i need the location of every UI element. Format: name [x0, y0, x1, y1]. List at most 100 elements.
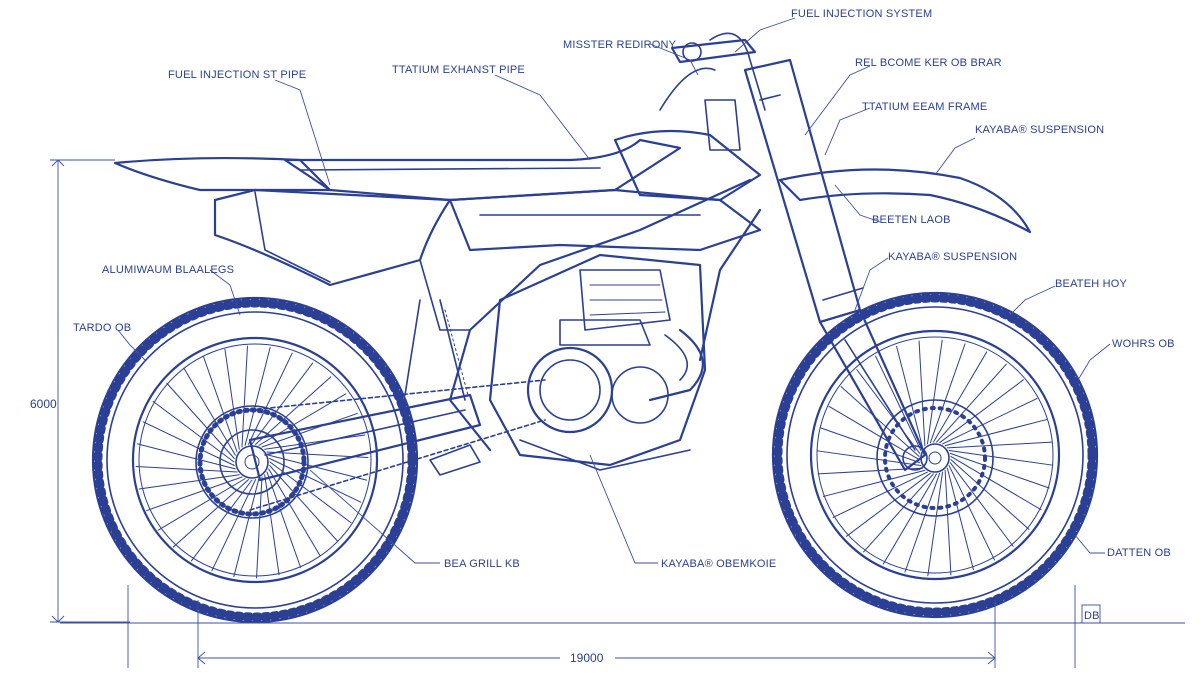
spoke — [840, 386, 920, 457]
front-tread — [773, 293, 1097, 617]
spoke — [918, 340, 926, 447]
spoke — [942, 398, 1038, 445]
spoke — [828, 405, 920, 461]
spoke — [929, 343, 966, 444]
front-brake-disc — [876, 399, 994, 517]
spoke — [142, 421, 235, 467]
label-kayaba-bottom: KAYABA® OBEMKOIE — [661, 558, 776, 570]
spoke — [241, 345, 248, 448]
dimension-height: 6000 — [30, 397, 57, 411]
spoke — [948, 465, 995, 561]
spoke — [946, 467, 974, 571]
spoke — [183, 367, 236, 456]
spoke — [948, 449, 1054, 466]
spoke — [944, 469, 952, 576]
spoke — [264, 434, 366, 450]
spoke — [863, 473, 934, 553]
spoke — [266, 471, 302, 568]
spoke — [202, 356, 238, 453]
spoke — [247, 352, 293, 445]
spoke — [946, 441, 1053, 449]
label-mister-redirony: MISSTER REDIRONY — [563, 39, 677, 51]
spoke — [146, 476, 243, 512]
rear-rim — [131, 336, 379, 584]
spoke — [211, 479, 257, 572]
spoke — [268, 468, 321, 557]
label-rel-bcome: REL BCOME KER OB BRAR — [855, 57, 1002, 69]
spoke — [256, 476, 263, 579]
spoke — [135, 466, 238, 473]
leader-lines — [117, 17, 1111, 564]
spoke — [269, 465, 338, 542]
swingarm — [248, 393, 482, 482]
spoke — [949, 452, 1050, 489]
spoke — [950, 459, 1030, 530]
label-titanium-frame: TTATIUM EEAM FRAME — [862, 101, 987, 113]
side-panel — [213, 188, 452, 287]
spoke — [138, 474, 240, 490]
spoke — [166, 382, 235, 459]
footpeg — [429, 444, 481, 476]
front-spokes — [816, 339, 1054, 577]
spoke — [224, 348, 240, 450]
exhaust-pipe — [648, 328, 704, 402]
front-rim — [809, 329, 1061, 581]
spoke — [233, 478, 260, 578]
spoke — [939, 379, 1024, 444]
front-hub — [920, 443, 950, 473]
front-forks — [743, 58, 928, 472]
spoke — [896, 345, 924, 449]
label-beeten-laob: BEETEN LAOB — [872, 214, 951, 226]
handlebar — [659, 32, 766, 151]
spoke — [856, 369, 921, 454]
spoke — [157, 478, 246, 531]
spoke — [261, 412, 358, 448]
spoke — [846, 472, 931, 537]
spoke — [832, 471, 928, 518]
spoke — [932, 351, 988, 443]
spoke — [244, 346, 271, 446]
rear-brake-disc — [195, 405, 309, 519]
rear-tire-outer — [91, 296, 419, 624]
spoke — [172, 479, 249, 548]
spoke — [152, 400, 235, 463]
spoke — [882, 473, 938, 565]
front-tire-outer — [771, 291, 1099, 619]
spoke — [269, 457, 362, 503]
spoke — [255, 376, 332, 445]
label-aluminum-swingarm: ALUMIWAUM BLAALEGS — [102, 264, 234, 276]
label-kayaba-suspension-mid: KAYABA® SUSPENSION — [888, 251, 1017, 263]
spoke — [190, 479, 253, 562]
label-bea-grill: BEA GRILL KB — [444, 558, 520, 570]
dimension-wheelbase: 19000 — [570, 651, 604, 665]
spoke — [936, 363, 1007, 443]
label-kayaba-suspension-top: KAYABA® SUSPENSION — [975, 124, 1104, 136]
spoke — [251, 362, 314, 445]
chain — [249, 379, 546, 511]
label-datten: DATTEN OB — [1107, 547, 1171, 559]
spoke — [136, 443, 236, 470]
label-fuel-injection-system: FUEL INJECTION SYSTEM — [791, 8, 932, 20]
engine — [488, 253, 707, 471]
spoke — [949, 462, 1014, 547]
spoke — [258, 393, 347, 446]
spoke — [950, 455, 1042, 511]
spoke — [822, 469, 926, 497]
rear-shock — [439, 299, 466, 401]
front-wheel — [771, 291, 1099, 619]
corner-mark: DB — [1084, 610, 1100, 622]
label-titanium-exhaust-pipe: TTATIUM EXHANST PIPE — [392, 64, 525, 76]
label-beateh-hoy: BEATEH HOY — [1055, 278, 1128, 290]
spoke — [264, 474, 280, 576]
spoke — [926, 339, 943, 445]
spoke — [875, 355, 922, 451]
front-cowl — [613, 129, 762, 202]
spoke — [944, 419, 1048, 447]
spoke — [268, 454, 368, 481]
dimension-lines — [50, 159, 1185, 668]
front-fender — [778, 168, 1032, 234]
label-tardo: TARDO OB — [73, 322, 131, 334]
fuel-tank — [448, 188, 762, 252]
spoke — [927, 471, 944, 577]
